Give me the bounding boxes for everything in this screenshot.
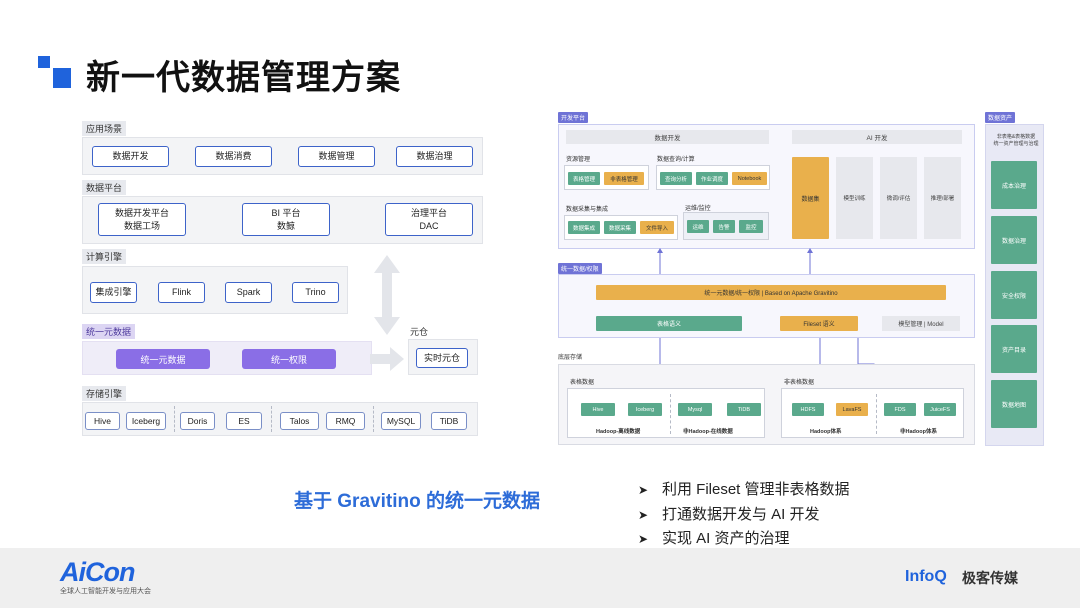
- compute-item[interactable]: Flink: [158, 282, 205, 303]
- ops-item[interactable]: 运维: [687, 220, 709, 233]
- compute-item[interactable]: Trino: [292, 282, 339, 303]
- fileset-semantic[interactable]: Fileset 语义: [780, 316, 858, 331]
- asset-item[interactable]: 数据地图: [991, 380, 1037, 428]
- storage-item[interactable]: MySQL: [381, 412, 421, 430]
- ai-item[interactable]: 微调/评估: [880, 157, 917, 239]
- collect-item[interactable]: 文件导入: [640, 221, 674, 234]
- ops-label: 运维/监控: [685, 206, 711, 212]
- data-dev-header: 数据开发: [566, 130, 769, 144]
- query-item[interactable]: Notebook: [732, 172, 767, 185]
- compute-item[interactable]: Spark: [225, 282, 272, 303]
- section-platform: 数据平台: [82, 180, 127, 195]
- diagram-caption: 基于 Gravitino 的统一元数据: [294, 491, 540, 512]
- collect-item[interactable]: 数据集成: [568, 221, 600, 234]
- nontable-data-label: 非表格数据: [784, 380, 815, 386]
- arrow-right-icon: [370, 347, 404, 371]
- ai-item[interactable]: 模型训练: [836, 157, 873, 239]
- hadoop-sys: Hadoop体系: [810, 429, 842, 435]
- storage-item[interactable]: Talos: [280, 412, 319, 430]
- double-arrow-vertical-icon: [374, 255, 400, 335]
- storage-item[interactable]: RMQ: [326, 412, 365, 430]
- ops-item[interactable]: 告警: [713, 220, 735, 233]
- nontable-item[interactable]: FDS: [884, 403, 916, 416]
- hadoop-offline: Hadoop-离线数据: [596, 429, 641, 435]
- model-mgmt[interactable]: 模型管理 | Model: [882, 316, 960, 331]
- arrow-bullet-icon: ➤: [638, 483, 649, 497]
- aicon-subtitle: 全球人工智能开发与应用大会: [60, 588, 151, 595]
- app-item[interactable]: 数据管理: [298, 146, 375, 167]
- section-app: 应用场景: [82, 121, 127, 136]
- collect-item[interactable]: 数据采集: [604, 221, 636, 234]
- title-square-icon: [38, 56, 71, 88]
- app-item[interactable]: 数据消费: [195, 146, 272, 167]
- storage-item[interactable]: ES: [226, 412, 262, 430]
- query-calc-label: 数据查询/计算: [657, 157, 695, 163]
- ai-item[interactable]: 数据集: [792, 157, 829, 239]
- section-meta: 元仓: [410, 327, 429, 337]
- query-item[interactable]: 作业调度: [696, 172, 728, 185]
- asset-item[interactable]: 安全权限: [991, 271, 1037, 319]
- divider: [373, 406, 374, 432]
- non-hadoop-online: 非Hadoop-在线数据: [683, 429, 733, 435]
- arrow-bullet-icon: ➤: [638, 507, 649, 522]
- query-item[interactable]: 查询分析: [660, 172, 692, 185]
- table-item[interactable]: TiDB: [727, 403, 761, 416]
- section-unified: 统一元数据: [82, 324, 136, 339]
- ops-item[interactable]: 监控: [739, 220, 763, 233]
- divider: [670, 394, 671, 434]
- storage-item[interactable]: Hive: [85, 412, 120, 430]
- aicon-logo: AiCon: [60, 557, 135, 587]
- table-item[interactable]: Hive: [581, 403, 615, 416]
- bullet-item: ➤利用 Fileset 管理非表格数据: [638, 478, 850, 503]
- ai-item[interactable]: 推理/部署: [924, 157, 961, 239]
- divider: [876, 394, 877, 434]
- resource-item[interactable]: 表格管理: [568, 172, 600, 185]
- section-dev-platform: 开发平台: [558, 112, 589, 123]
- nontable-item[interactable]: HDFS: [792, 403, 824, 416]
- asset-item[interactable]: 资产目录: [991, 325, 1037, 373]
- resource-item[interactable]: 非表格管理: [604, 172, 644, 185]
- unified-bar[interactable]: 统一元数据/统一权限 | Based on Apache Gravitino: [596, 285, 946, 300]
- section-unified: 统一数据/权限: [558, 263, 602, 274]
- storage-item[interactable]: TiDB: [431, 412, 467, 430]
- non-hadoop-sys: 非Hadoop体系: [900, 429, 937, 435]
- asset-item[interactable]: 数据治理: [991, 216, 1037, 264]
- app-item[interactable]: 数据开发: [92, 146, 169, 167]
- divider: [271, 406, 272, 432]
- infoq-logo: InfoQ: [905, 568, 947, 585]
- compute-item[interactable]: 集成引擎: [90, 282, 137, 303]
- table-semantic[interactable]: 表格语义: [596, 316, 742, 331]
- ai-dev-header: AI 开发: [792, 130, 962, 144]
- bullet-item: ➤打通数据开发与 AI 开发: [638, 503, 850, 528]
- arrow-bullet-icon: ➤: [638, 532, 649, 546]
- bullet-list: ➤利用 Fileset 管理非表格数据 ➤打通数据开发与 AI 开发 ➤实现 A…: [638, 478, 850, 552]
- storage-item[interactable]: Iceberg: [126, 412, 166, 430]
- storage-item[interactable]: Doris: [180, 412, 215, 430]
- table-item[interactable]: Mysql: [678, 403, 712, 416]
- section-storage: 底层存储: [558, 355, 583, 361]
- asset-note: 非表格&表格数据 统一资产管理与治理: [993, 134, 1039, 147]
- platform-item[interactable]: BI 平台数鲸: [242, 203, 330, 236]
- platform-item[interactable]: 数据开发平台数据工场: [98, 203, 186, 236]
- table-data-label: 表格数据: [570, 380, 595, 386]
- unified-item[interactable]: 统一元数据: [116, 349, 210, 369]
- meta-item[interactable]: 实时元仓: [416, 348, 468, 368]
- footer-bar: [0, 548, 1080, 608]
- nontable-item[interactable]: LavaFS: [836, 403, 868, 416]
- page-title: 新一代数据管理方案: [86, 59, 401, 97]
- divider: [174, 406, 175, 432]
- geek-media-logo: 极客传媒: [962, 570, 1018, 586]
- section-asset: 数据资产: [985, 112, 1016, 123]
- asset-item[interactable]: 成本治理: [991, 161, 1037, 209]
- table-item[interactable]: Iceberg: [628, 403, 662, 416]
- nontable-item[interactable]: JuiceFS: [924, 403, 956, 416]
- section-compute: 计算引擎: [82, 249, 127, 264]
- unified-item[interactable]: 统一权限: [242, 349, 336, 369]
- section-storage: 存储引擎: [82, 386, 127, 401]
- bullet-item: ➤实现 AI 资产的治理: [638, 527, 850, 552]
- resource-mgmt-label: 资源管理: [566, 157, 591, 163]
- app-item[interactable]: 数据治理: [396, 146, 473, 167]
- collect-label: 数据采集与集成: [566, 207, 609, 213]
